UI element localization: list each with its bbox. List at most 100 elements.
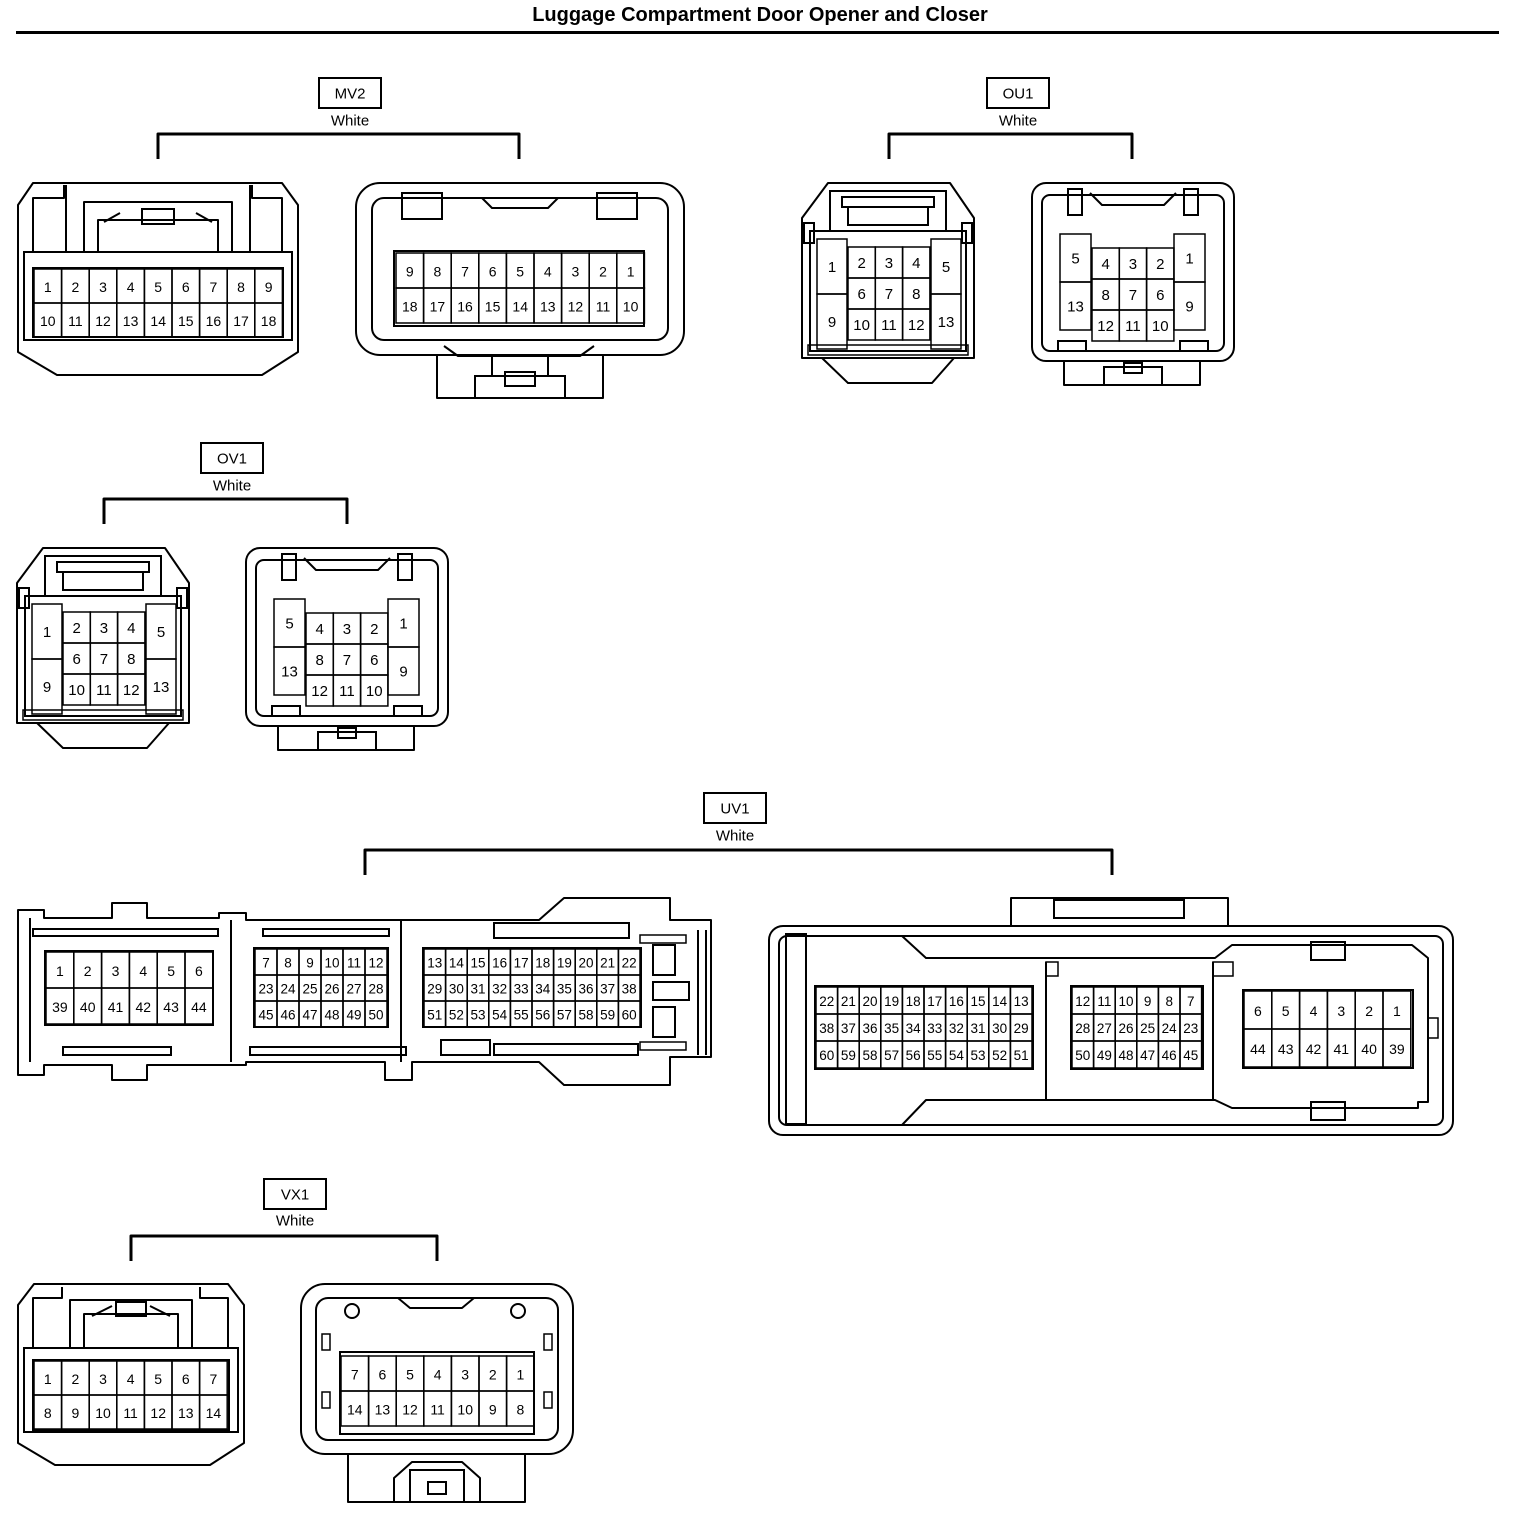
housing-detail <box>262 928 390 937</box>
pin-label: 42 <box>136 999 152 1015</box>
pin-label: 2 <box>1365 1003 1373 1019</box>
pin-cell <box>930 293 962 350</box>
pin-label: 55 <box>514 1008 529 1023</box>
pin-label: 9 <box>489 1402 497 1418</box>
pin-label: 9 <box>72 1405 80 1421</box>
housing-outline <box>303 557 391 571</box>
housing-outline <box>801 182 975 359</box>
pin-label: 13 <box>1067 299 1084 316</box>
pin-cell <box>617 1000 641 1028</box>
housing-detail <box>961 222 973 244</box>
pin-label: 52 <box>449 1008 464 1023</box>
pin-label: 7 <box>100 651 108 668</box>
housing-outline <box>103 212 213 223</box>
pin-label: 53 <box>970 1048 985 1063</box>
pin-label: 8 <box>912 286 920 303</box>
housing-detail <box>245 547 449 727</box>
pin-label: 45 <box>1183 1048 1198 1063</box>
pin-label: 13 <box>938 314 955 331</box>
housing-detail <box>255 559 439 717</box>
pin-cell <box>1173 281 1206 331</box>
connector-id: OU1 <box>1003 86 1034 103</box>
pin-label: 7 <box>262 956 270 971</box>
pin-label: 36 <box>578 982 593 997</box>
housing-outline <box>32 185 283 252</box>
pin-label: 7 <box>1187 994 1195 1009</box>
pin-label: 1 <box>43 624 51 641</box>
pin-label: 13 <box>540 299 556 315</box>
pin-label: 11 <box>339 683 355 700</box>
housing-detail <box>652 944 676 976</box>
pin-label: 6 <box>182 1371 190 1387</box>
pin-label: 36 <box>862 1021 877 1036</box>
pin-label: 4 <box>315 621 323 638</box>
housing-outline <box>1010 897 1229 926</box>
pin-label: 14 <box>206 1405 222 1421</box>
housing-outline <box>481 197 559 209</box>
housing-outline <box>36 722 170 749</box>
pin-cell <box>387 646 420 696</box>
housing-detail <box>32 928 219 937</box>
connector-bracket <box>887 132 1134 159</box>
pin-label: 22 <box>622 956 637 971</box>
housing-detail <box>652 981 690 1001</box>
pin-label: 44 <box>1250 1041 1266 1057</box>
pin-label: 56 <box>906 1048 921 1063</box>
pin-label: 10 <box>1118 994 1133 1009</box>
housing-detail <box>115 1301 147 1317</box>
pin-label: 25 <box>1140 1021 1155 1036</box>
pin-label: 13 <box>281 664 298 681</box>
pin-label: 26 <box>1118 1021 1133 1036</box>
pin-label: 4 <box>127 1371 135 1387</box>
housing-outline <box>65 185 251 252</box>
pin-label: 41 <box>108 999 124 1015</box>
pin-label: 11 <box>68 313 83 329</box>
pin-label: 4 <box>127 620 135 637</box>
connector-id-box <box>318 77 382 109</box>
connector-bracket <box>156 132 521 159</box>
pin-label: 39 <box>52 999 68 1015</box>
pin-label: 29 <box>1014 1021 1029 1036</box>
pin-label: 28 <box>368 982 383 997</box>
pin-label: 17 <box>514 956 529 971</box>
housing-detail <box>22 709 184 721</box>
pin-label: 5 <box>154 1371 162 1387</box>
pin-label: 44 <box>191 999 207 1015</box>
pin-label: 10 <box>95 1405 111 1421</box>
pin-label: 51 <box>427 1008 442 1023</box>
pin-label: 59 <box>841 1048 856 1063</box>
housing-detail <box>427 1481 447 1495</box>
pin-label: 1 <box>56 963 64 979</box>
pin-label: 32 <box>492 982 507 997</box>
pin-label: 49 <box>1097 1048 1112 1063</box>
pin-label: 35 <box>557 982 572 997</box>
pin-label: 5 <box>157 624 165 641</box>
housing-detail <box>281 553 297 581</box>
housing-detail <box>62 571 144 591</box>
connector-bracket <box>102 497 349 524</box>
pin-label: 53 <box>470 1008 485 1023</box>
housing-detail <box>315 1297 559 1441</box>
housing-detail <box>474 375 566 399</box>
pin-label: 1 <box>44 1371 52 1387</box>
pin-label: 5 <box>167 963 175 979</box>
pin-label: 30 <box>449 982 464 997</box>
housing-detail <box>23 251 293 341</box>
pin-label: 41 <box>1334 1041 1350 1057</box>
housing-detail <box>1310 1101 1346 1121</box>
housing-outline <box>17 1283 245 1466</box>
housing-outline <box>16 547 190 724</box>
housing-outline <box>443 345 595 357</box>
housing-detail <box>32 1359 230 1431</box>
pin-label: 10 <box>457 1402 473 1418</box>
pin-label: 33 <box>927 1021 942 1036</box>
pin-label: 26 <box>324 982 339 997</box>
